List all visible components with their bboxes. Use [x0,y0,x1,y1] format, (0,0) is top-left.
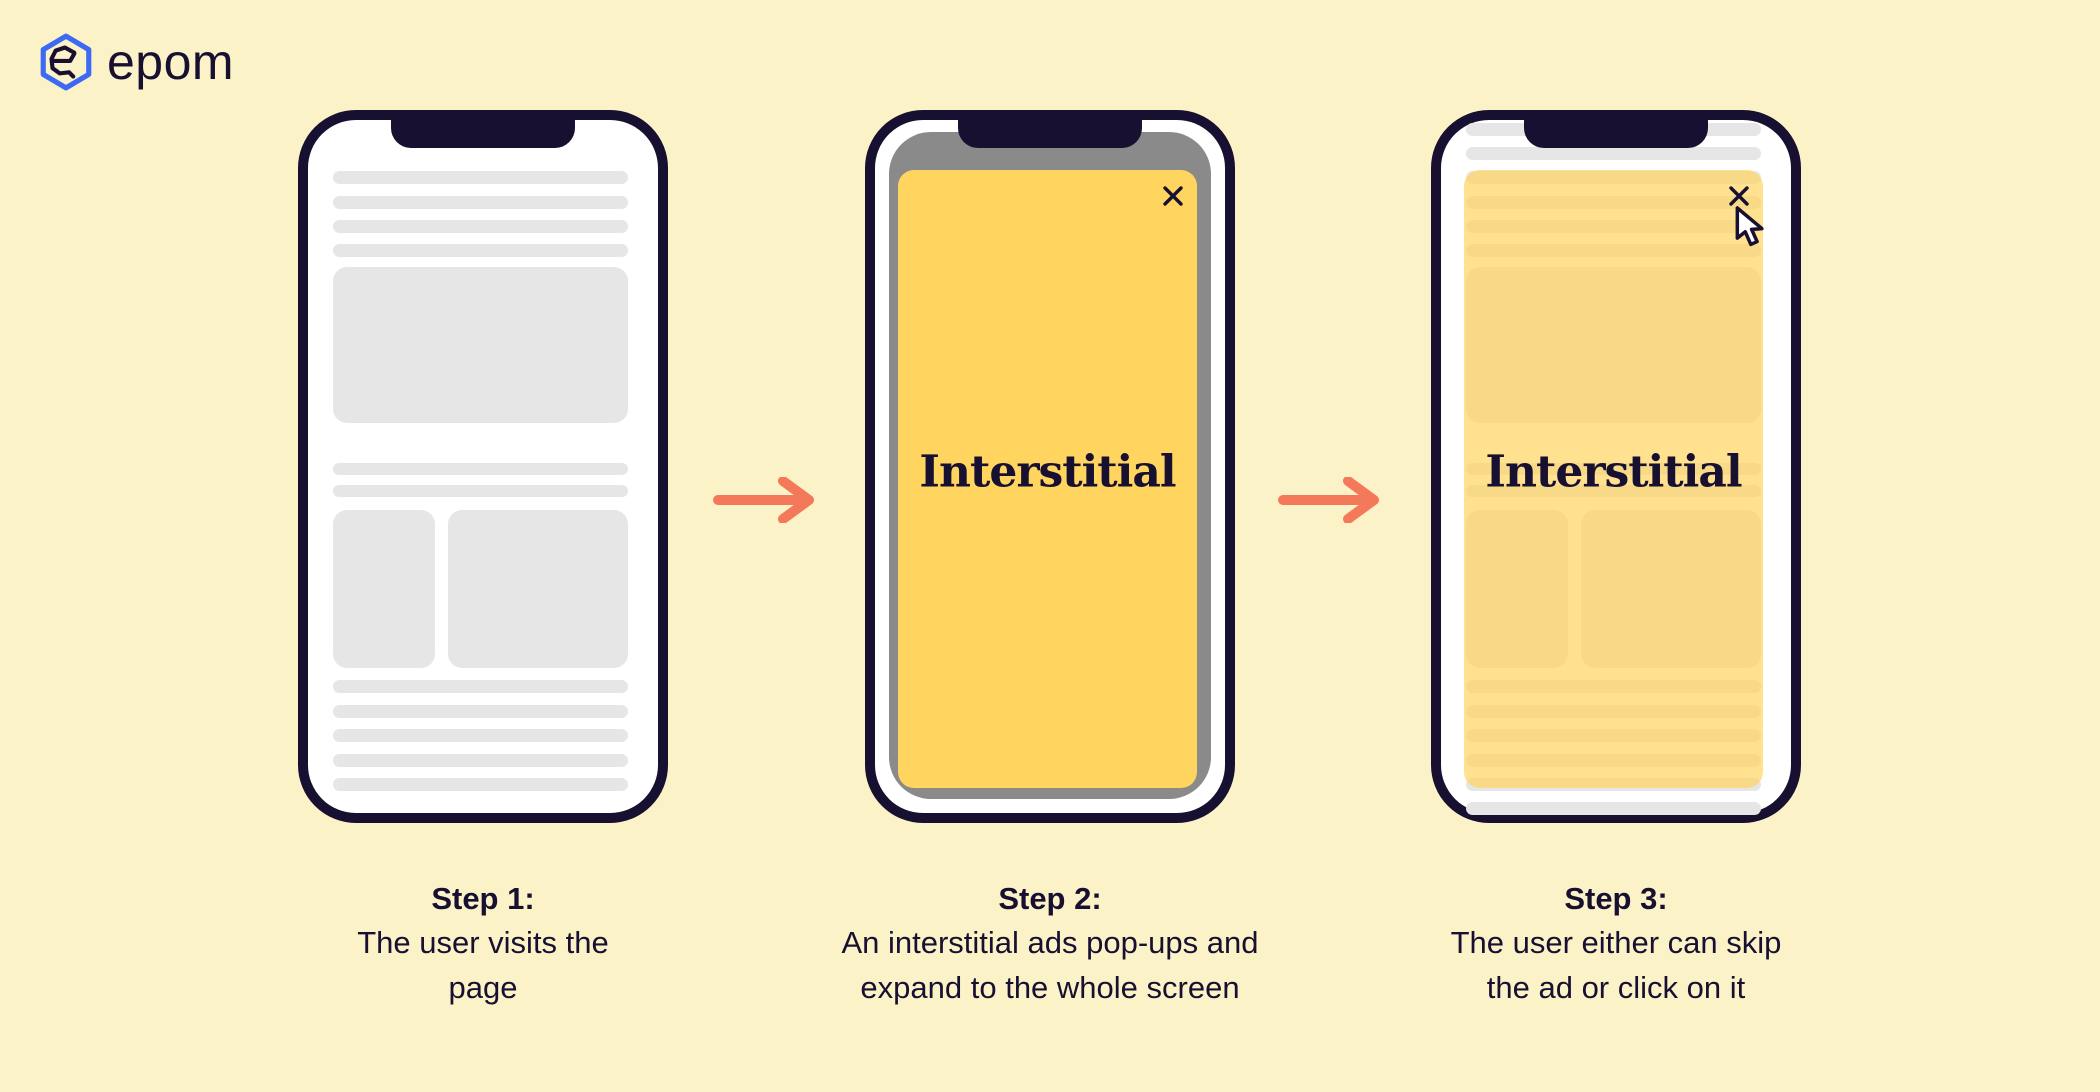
phone-notch [391,110,575,148]
phone-notch [1524,110,1708,148]
logo-text: epom [107,34,235,90]
skeleton-line [1466,147,1761,160]
skeleton-line [333,220,628,233]
skeleton-image-block [333,510,435,668]
skeleton-image-block [333,267,628,423]
step-3-description: The user either can skip the ad or click… [1450,925,1782,1005]
arrow-right-icon [1278,477,1379,523]
skeleton-line [333,485,628,497]
phone-2-screen: Interstitial [875,120,1225,813]
interstitial-ad-title: Interstitial [919,446,1176,498]
step-3-title: Step 3: [1564,881,1668,916]
step-2-description: An interstitial ads pop-ups and expand t… [841,925,1259,1005]
skeleton-line [333,463,628,475]
close-icon[interactable] [1727,184,1751,208]
step-1-caption: Step 1: The user visits the page [183,880,783,1010]
cursor-icon [1735,206,1764,247]
phone-1-screen [308,120,658,813]
arrow-right-icon [713,477,814,523]
skeleton-line [333,729,628,742]
phone-notch [958,110,1142,148]
phone-step-1 [298,110,668,823]
interstitial-ad-title: Interstitial [1485,446,1742,498]
skeleton-line [333,196,628,209]
step-2-title: Step 2: [998,881,1102,916]
epom-logo[interactable]: epom [38,32,234,92]
skeleton-line [333,705,628,718]
phone-step-2: Interstitial [865,110,1235,823]
step-1-description: The user visits the page [357,925,609,1005]
skeleton-line [1466,802,1761,815]
epom-hexagon-icon [40,33,92,91]
step-3-caption: Step 3: The user either can skip the ad … [1316,880,1916,1010]
skeleton-line [333,171,628,184]
step-2-caption: Step 2: An interstitial ads pop-ups and … [750,880,1350,1010]
phone-3-screen: Interstitial [1441,120,1791,815]
phone-step-3: Interstitial [1431,110,1801,823]
step-1-title: Step 1: [431,881,535,916]
interstitial-ad-card[interactable]: Interstitial [898,170,1197,788]
skeleton-line [333,680,628,693]
skeleton-line [333,778,628,791]
skeleton-line [333,244,628,257]
close-icon[interactable] [1161,184,1185,208]
interstitial-ad-overlay[interactable]: Interstitial [1464,170,1764,788]
skeleton-line [333,754,628,767]
skeleton-image-block [448,510,628,668]
